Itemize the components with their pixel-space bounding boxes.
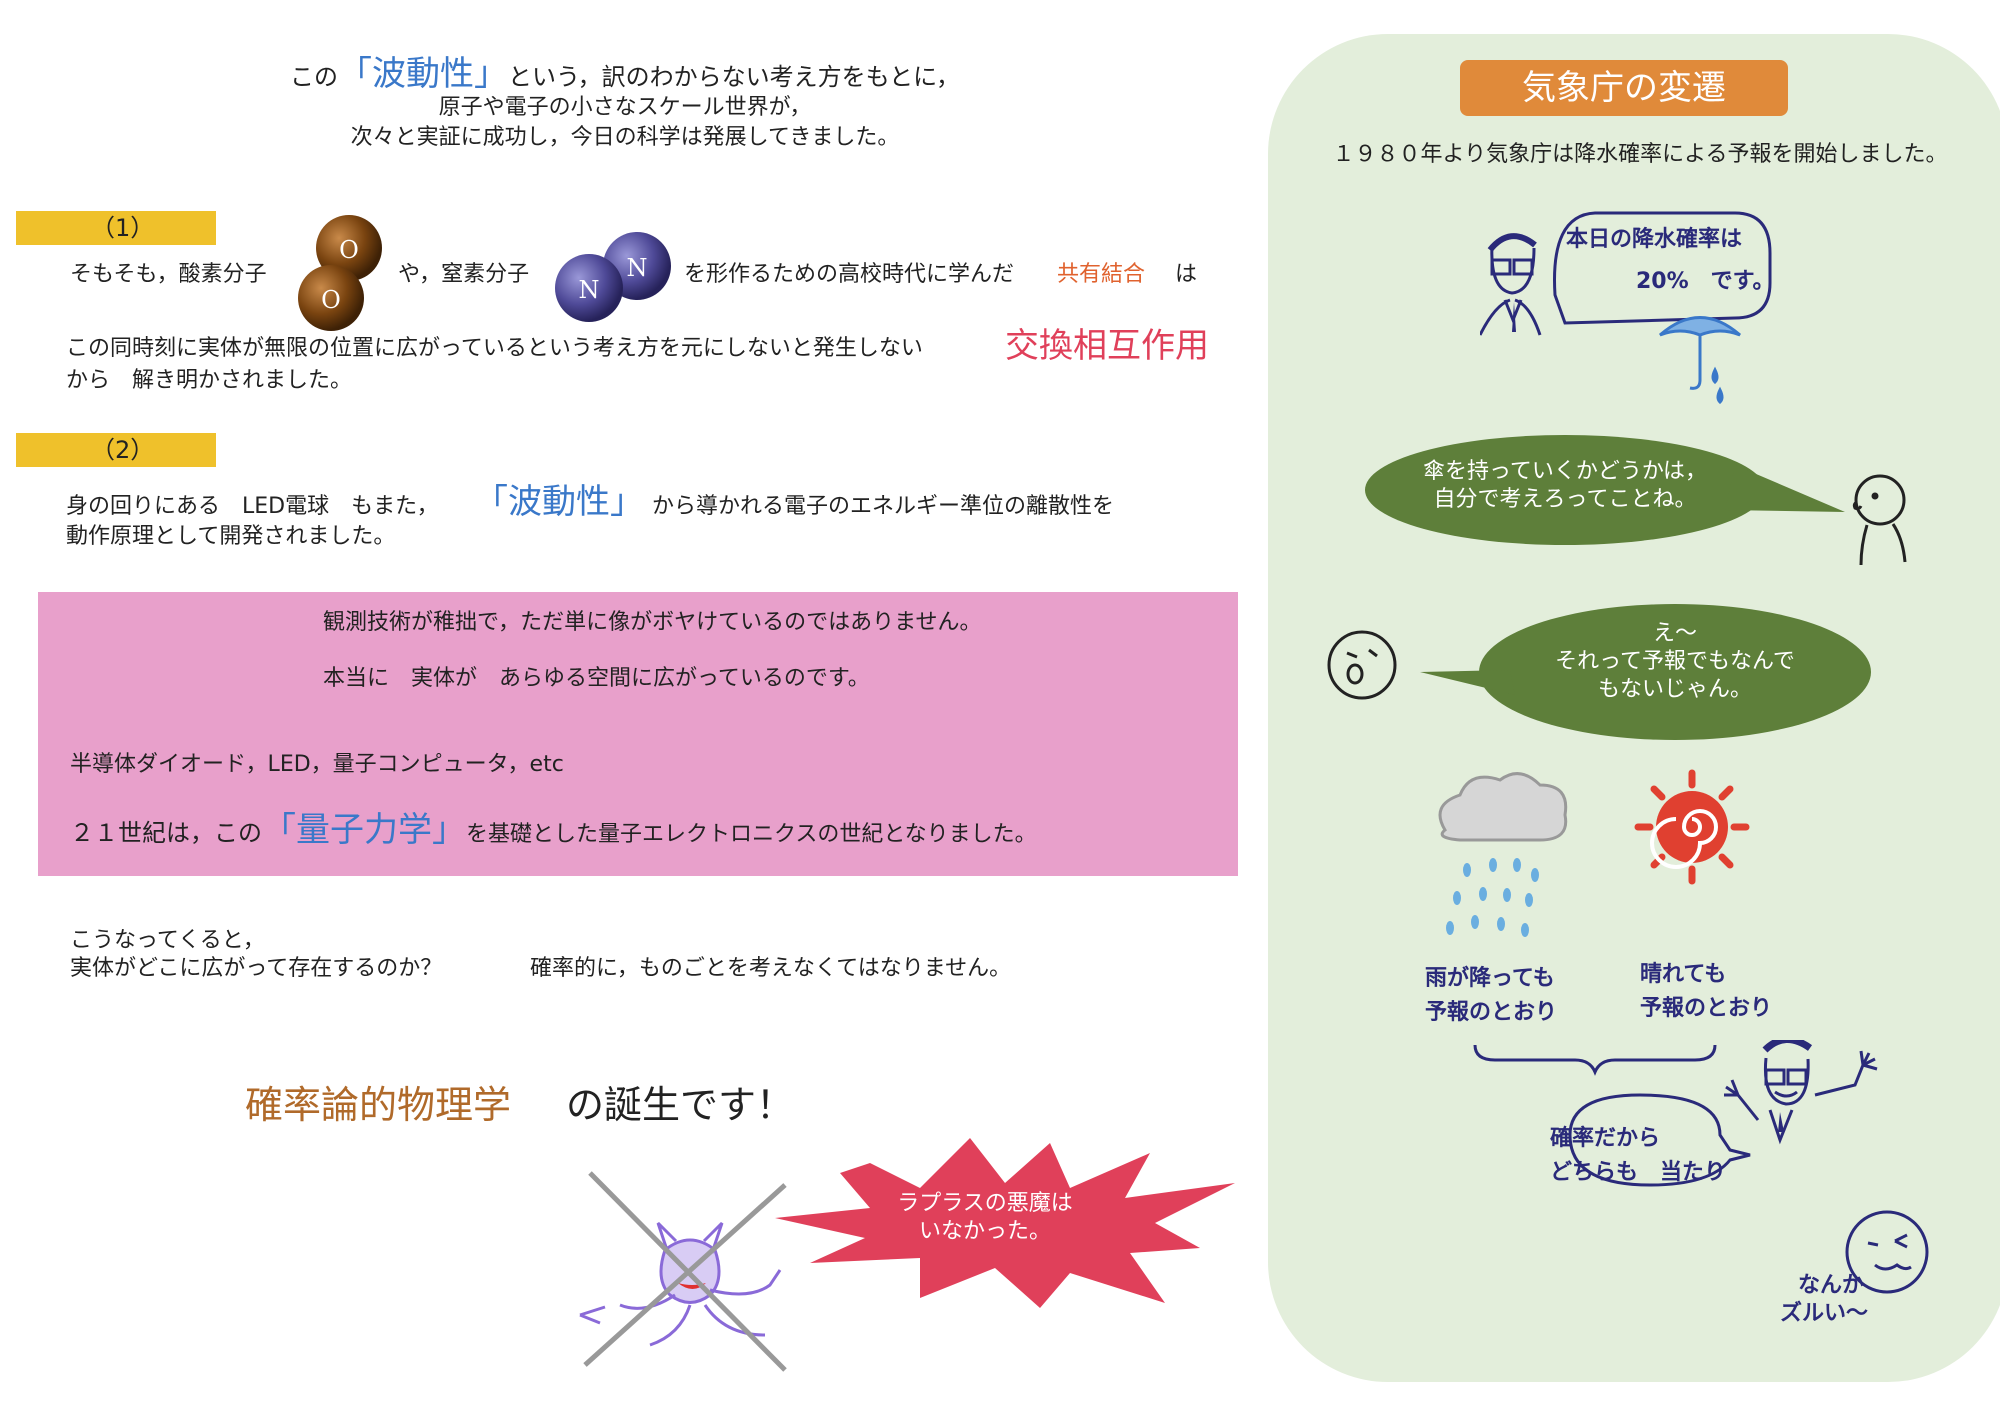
- surprised-face-icon: [1327, 630, 1397, 700]
- kyouyuu-ketsugou-emphasis: 共有結合: [1057, 262, 1146, 287]
- conclusion-line2b: 確率的に，ものごとを考えなくてはなりません。: [530, 956, 1012, 981]
- intro-line2: 原子や電子の小さなスケール世界が，: [438, 95, 812, 120]
- rain-cloud-icon: [1438, 772, 1568, 937]
- forecaster-speech-line2: 20% です。: [1636, 269, 1775, 294]
- brace-and-forecaster-illustration: [1473, 1040, 1878, 1187]
- laplace-demon-crossed-icon: [579, 1171, 787, 1372]
- weather-title-badge: 気象庁の変遷: [1460, 60, 1788, 116]
- weather-subtitle: １９８０年より気象庁は降水確率による予報を開始しました。: [1332, 142, 1948, 167]
- laplace-burst-shape: [775, 1138, 1235, 1308]
- intro-line3: 次々と実証に成功し，今日の科学は発展してきました。: [350, 125, 900, 150]
- intro-line1: この「波動性」という，訳のわからない考え方をもとに，: [290, 54, 960, 94]
- intro-block: この「波動性」という，訳のわからない考え方をもとに， 原子や電子の小さなスケール…: [230, 54, 1020, 153]
- laplace-burst-text: ラプラスの悪魔は いなかった。: [897, 1191, 1073, 1244]
- rain-caption: 雨が降っても 予報のとおり: [1425, 966, 1558, 1025]
- pink-line3: 半導体ダイオード，LED，量子コンピュータ，etc: [70, 752, 564, 777]
- forecaster-illustration: [1480, 211, 1772, 405]
- sun-caption: 晴れても 予報のとおり: [1640, 962, 1773, 1021]
- hadou-emphasis-2: 「波動性」: [474, 482, 644, 522]
- section1-t3: を形作るための高校時代に学んだ: [684, 262, 1015, 287]
- kakuritsu-ron-title: 確率論的物理学: [245, 1083, 512, 1127]
- section2-label: （2）: [16, 433, 216, 467]
- oxygen-molecule-icon: O O: [298, 215, 382, 331]
- section1-label: （1）: [16, 211, 216, 245]
- bubble1-text: 傘を持っていくかどうかは， 自分で考えろってことね。: [1422, 459, 1708, 512]
- tanjou-title: の誕生です！: [566, 1083, 795, 1127]
- pink-highlight-box: 観測技術が稚拙で，ただ単に像がボヤけているのではありません。 本当に 実体が あ…: [38, 592, 1238, 876]
- section2-t1: 身の回りにある LED電球 もまた，: [66, 494, 439, 519]
- n-atom-label-1: N: [627, 254, 648, 282]
- o-atom-label-2: O: [321, 286, 341, 314]
- bubble2-shape: [1420, 604, 1871, 740]
- pink-line2: 本当に 実体が あらゆる空間に広がっているのです。: [323, 666, 870, 691]
- thinking-face-icon: [1852, 474, 1907, 566]
- section1-t2: や，窒素分子: [398, 262, 530, 287]
- happy-forecaster-speech: 確率だから どちらも 当たり: [1550, 1126, 1727, 1185]
- bubble2-text: え～ それって予報でもなんで もないじゃん。: [1555, 621, 1795, 702]
- section1-t4: は: [1175, 262, 1198, 287]
- o-atom-label-1: O: [339, 236, 359, 264]
- section2-line2: 動作原理として開発されました。: [66, 524, 396, 549]
- nitrogen-molecule-icon: N N: [555, 232, 671, 322]
- forecaster-speech-line1: 本日の降水確率は: [1566, 227, 1743, 252]
- sun-icon: [1634, 769, 1750, 885]
- bubble1-shape: [1365, 435, 1845, 545]
- ryoushi-rikigaku-emphasis: 「量子力学」: [262, 810, 466, 850]
- n-atom-label-2: N: [579, 276, 600, 304]
- section1-line2: この同時刻に実体が無限の位置に広がっているという考え方を元にしないと発生しない: [66, 336, 923, 361]
- grumpy-face-icon: [1845, 1210, 1929, 1294]
- koukan-emphasis: 交換相互作用: [1005, 326, 1209, 366]
- hadou-emphasis: 「波動性」: [338, 54, 509, 94]
- pink-line1: 観測技術が稚拙で，ただ単に像がボヤけているのではありません。: [323, 610, 982, 635]
- pink-line4: ２１世紀は，この「量子力学」を基礎とした量子エレクトロニクスの世紀となりました。: [70, 810, 1037, 850]
- conclusion-line1: こうなってくると，: [70, 928, 265, 953]
- section1-t1: そもそも，酸素分子: [70, 262, 267, 287]
- zurui-caption: なんか ズルい～: [1780, 1273, 1869, 1326]
- conclusion-line2: 実体がどこに広がって存在するのか？: [70, 956, 443, 981]
- section2-t2: から導かれる電子のエネルギー準位の離散性を: [652, 494, 1115, 519]
- section1-line3: から 解き明かされました。: [66, 368, 353, 393]
